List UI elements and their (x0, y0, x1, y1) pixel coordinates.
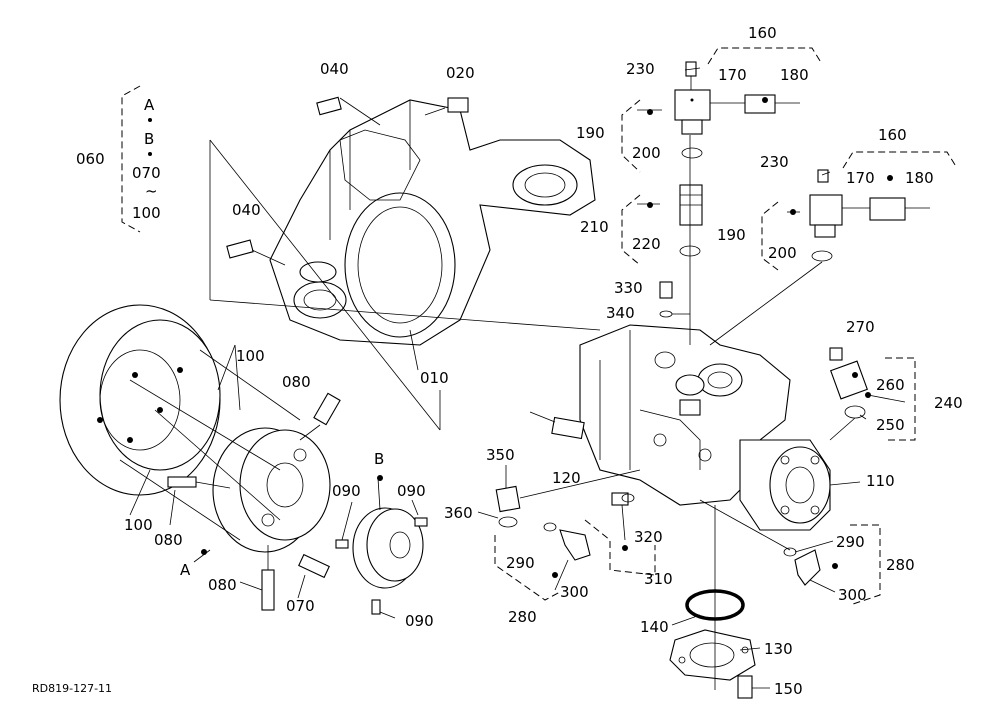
plug-120 (529, 411, 585, 440)
group-brackets (121, 47, 958, 606)
valve-alignment-lines (689, 135, 823, 346)
label-a-coupling: A (180, 561, 191, 579)
label-210: 210 (580, 218, 609, 236)
label-090-upper: 090 (332, 482, 361, 500)
label-300-right: 300 (838, 586, 867, 604)
label-200-lower: 200 (768, 244, 797, 262)
label-010: 010 (420, 369, 449, 387)
label-230-upper: 230 (626, 60, 655, 78)
pin-040-top (316, 96, 381, 126)
fitting-320 (611, 492, 635, 506)
pump-110 (739, 439, 861, 531)
pin-040-left (226, 239, 286, 266)
fitting-300-left (543, 522, 591, 561)
label-290-right: 290 (836, 533, 865, 551)
label-180-upper: 180 (780, 66, 809, 84)
valve-190-lower (809, 169, 930, 262)
fitting-350 (495, 469, 641, 528)
label-060: 060 (76, 150, 105, 168)
leader-lines (129, 67, 906, 689)
label-140: 140 (640, 618, 669, 636)
fitting-330 (659, 281, 673, 318)
label-160-upper: 160 (748, 24, 777, 42)
label-100-top: 100 (236, 347, 265, 365)
label-320: 320 (634, 528, 663, 546)
label-310: 310 (644, 570, 673, 588)
label-080-top: 080 (282, 373, 311, 391)
label-130: 130 (764, 640, 793, 658)
fitting-150 (737, 675, 753, 699)
label-300-left: 300 (560, 583, 589, 601)
drawing-code: RD819-127-11 (32, 682, 112, 695)
label-250: 250 (876, 416, 905, 434)
label-280-right: 280 (886, 556, 915, 574)
label-080-left: 080 (154, 531, 183, 549)
valve-240 (829, 347, 868, 441)
label-040-left: 040 (232, 201, 261, 219)
label-260: 260 (876, 376, 905, 394)
label-200-upper: 200 (632, 144, 661, 162)
label-090-bottom: 090 (405, 612, 434, 630)
label-tilde-legend: ~ (145, 182, 158, 200)
leader-dots (201, 97, 893, 578)
bolt-020 (424, 97, 469, 116)
flange-130 (669, 629, 756, 681)
label-190-upper: 190 (576, 124, 605, 142)
label-230-lower: 230 (760, 153, 789, 171)
label-240: 240 (934, 394, 963, 412)
label-330: 330 (614, 279, 643, 297)
fitting-210 (679, 184, 703, 257)
label-100-legend: 100 (132, 204, 161, 222)
label-290-left: 290 (506, 554, 535, 572)
label-b-hub: B (374, 450, 384, 468)
bolt-080-bottom (261, 545, 275, 611)
separator-dot-2 (148, 152, 152, 156)
label-190-lower: 190 (717, 226, 746, 244)
label-270: 270 (846, 318, 875, 336)
label-020: 020 (446, 64, 475, 82)
label-340: 340 (606, 304, 635, 322)
label-070-legend: 070 (132, 164, 161, 182)
flywheel (59, 304, 221, 496)
label-100-bottom: 100 (124, 516, 153, 534)
label-a-legend: A (144, 96, 155, 114)
label-070-bottom: 070 (286, 597, 315, 615)
label-360: 360 (444, 504, 473, 522)
assembly-guide-lines (119, 139, 601, 541)
hub-b (335, 507, 428, 615)
label-350: 350 (486, 446, 515, 464)
separator-dot-1 (148, 118, 152, 122)
bolt-080-top (299, 392, 341, 441)
label-180-lower: 180 (905, 169, 934, 187)
label-120: 120 (552, 469, 581, 487)
label-090-right: 090 (397, 482, 426, 500)
label-220: 220 (632, 235, 661, 253)
bolt-070 (298, 553, 330, 579)
label-170-lower: 170 (846, 169, 875, 187)
label-040-top: 040 (320, 60, 349, 78)
bolt-080-left (167, 476, 231, 489)
label-170-upper: 170 (718, 66, 747, 84)
hydraulic-pump (579, 324, 791, 506)
coupling-a (212, 427, 331, 553)
label-160-lower: 160 (878, 126, 907, 144)
label-150: 150 (774, 680, 803, 698)
label-080-bottom: 080 (208, 576, 237, 594)
housing-010 (269, 99, 596, 346)
callout-labels: 160 230 170 180 190 200 210 220 160 230 … (32, 24, 963, 698)
label-b-legend: B (144, 130, 154, 148)
label-110: 110 (866, 472, 895, 490)
label-280-left: 280 (508, 608, 537, 626)
